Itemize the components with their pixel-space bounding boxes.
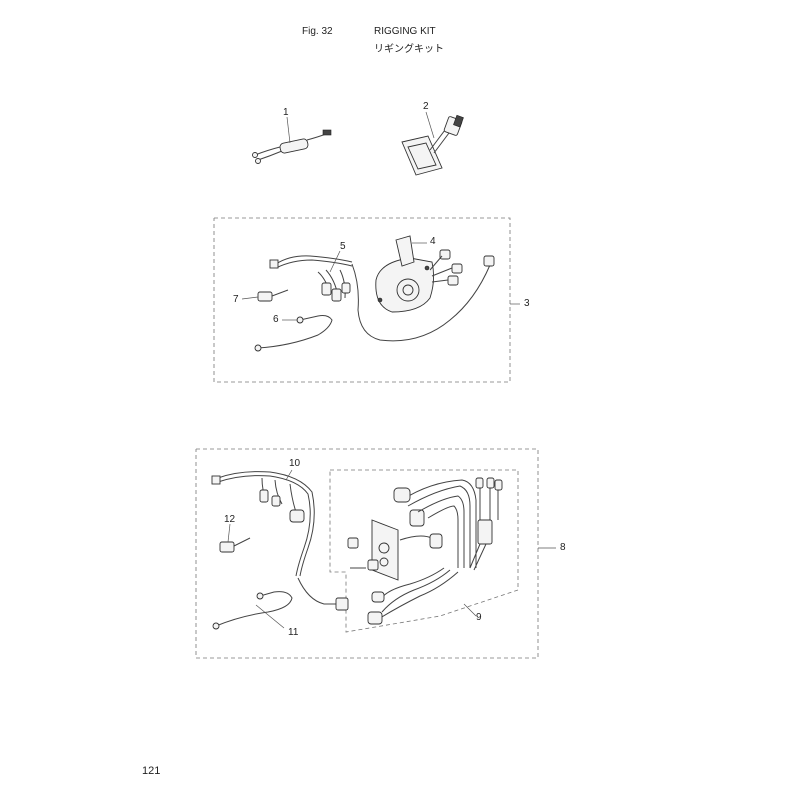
callout-8: 8: [560, 542, 566, 553]
part-5-main-harness: [269, 250, 495, 342]
group-box-part-8: [195, 448, 539, 659]
part-4-remote-control-box: [375, 235, 463, 313]
callout-5: 5: [340, 241, 346, 252]
callout-4: 4: [430, 236, 436, 247]
part-10-harness: [211, 469, 315, 577]
callout-2: 2: [423, 101, 429, 112]
part-6-wire: [254, 315, 333, 352]
part-1-wire-harness: [252, 116, 332, 164]
callout-3: 3: [524, 298, 530, 309]
part-2-switch-panel: [401, 111, 464, 176]
callout-12: 12: [224, 514, 236, 525]
callout-11: 11: [288, 627, 299, 638]
callout-9: 9: [476, 612, 482, 623]
figure-title-japanese: リギングキット: [374, 44, 444, 55]
figure-number: Fig. 32: [302, 26, 333, 37]
figure-title: RIGGING KIT: [374, 26, 436, 37]
part-12-connector: [219, 523, 251, 553]
part-7-connector: [241, 289, 289, 302]
callout-1: 1: [283, 107, 289, 118]
callout-7: 7: [233, 294, 239, 305]
group-box-part-9: [329, 469, 519, 633]
page-number: 121: [142, 765, 161, 777]
callout-6: 6: [273, 314, 279, 325]
part-9-panel-harness: [347, 477, 503, 625]
part-11-wire: [212, 577, 349, 630]
group-box-part-3: [213, 217, 511, 383]
callout-10: 10: [289, 458, 301, 469]
